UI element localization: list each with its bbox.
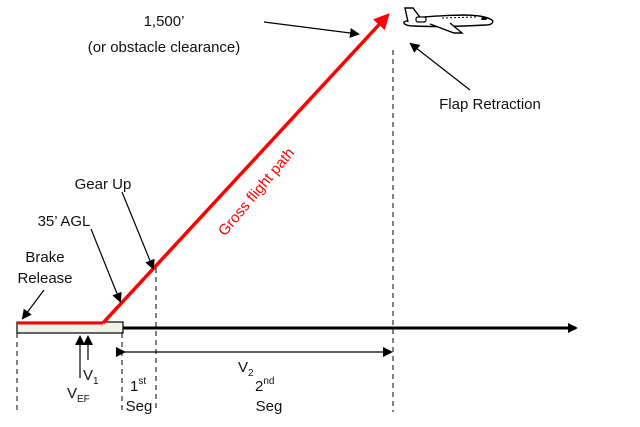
agl-label: 35’ AGL bbox=[38, 213, 91, 230]
v1-label: V1 bbox=[83, 367, 99, 387]
flap-retraction-pointer-arrow bbox=[409, 42, 471, 91]
altitude-label: 1,500’ bbox=[144, 13, 185, 30]
release-label: Release bbox=[17, 270, 72, 287]
second-segment-number: 2nd bbox=[255, 376, 274, 395]
gross-flight-path-arrow bbox=[101, 13, 390, 325]
second-segment-label: Seg bbox=[256, 398, 283, 415]
brake-label: Brake bbox=[25, 249, 64, 266]
flap-retraction-label: Flap Retraction bbox=[439, 96, 541, 113]
gear-up-pointer-arrow bbox=[121, 191, 155, 270]
first-segment-number: 1st bbox=[130, 376, 146, 395]
jet-aircraft-icon bbox=[403, 7, 494, 34]
altitude-pointer-arrow bbox=[263, 21, 360, 38]
agl-pointer-arrow bbox=[90, 228, 122, 303]
vef-label: VEF bbox=[67, 385, 90, 405]
v2-label: V2 bbox=[238, 359, 254, 379]
gear-up-label: Gear Up bbox=[75, 176, 132, 193]
first-segment-label: Seg bbox=[126, 398, 153, 415]
altitude-note-label: (or obstacle clearance) bbox=[88, 39, 241, 56]
brake-release-pointer-arrow bbox=[21, 289, 45, 320]
